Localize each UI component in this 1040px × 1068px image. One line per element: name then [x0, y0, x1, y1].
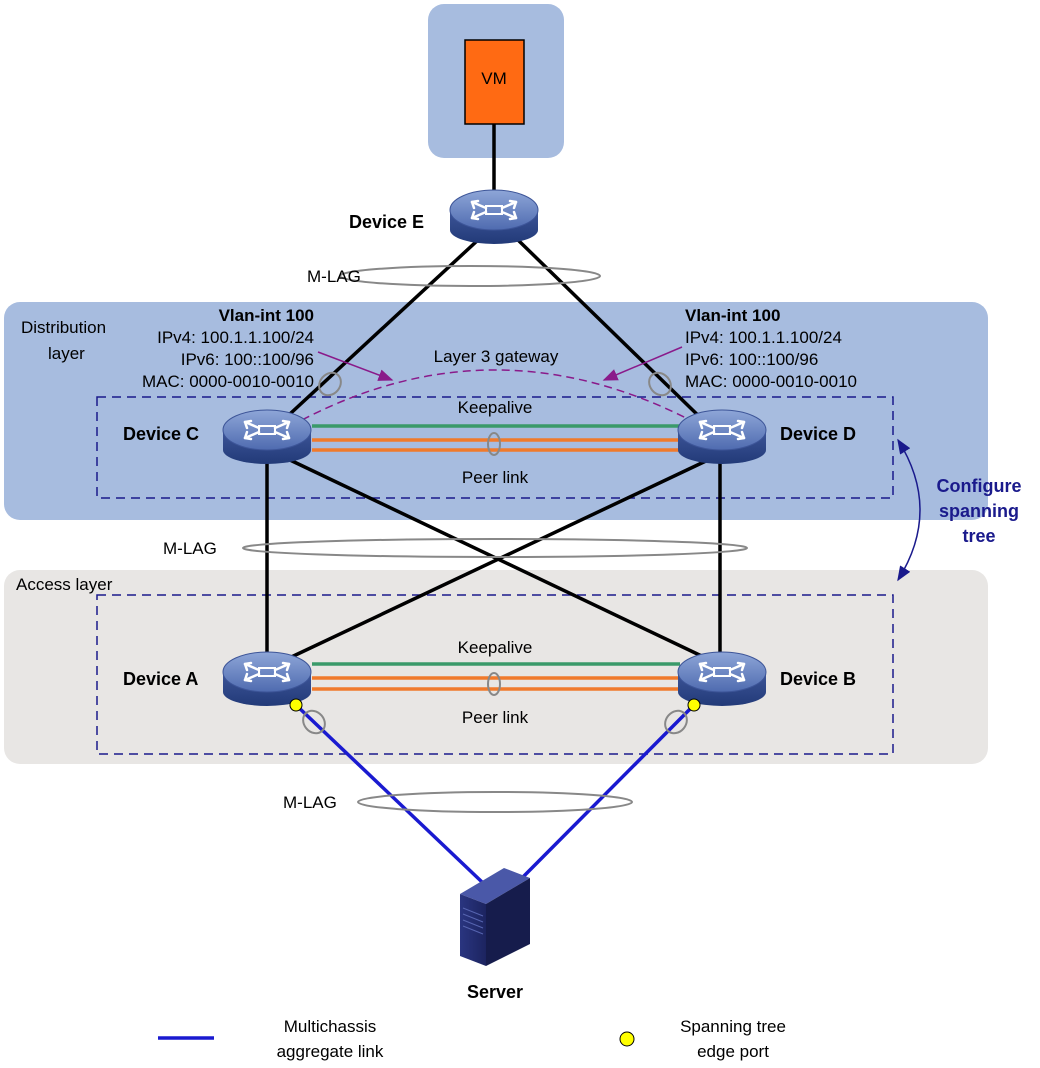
- vm-label: VM: [481, 69, 507, 88]
- vlan-left-ipv6: IPv6: 100::100/96: [181, 350, 314, 369]
- legend-edge-port-label-1: Spanning tree: [680, 1017, 786, 1036]
- aggregate-link-a-to-server: [294, 703, 484, 884]
- device-d-switch-icon: [676, 408, 768, 466]
- legend-aggregate-link-label-1: Multichassis: [284, 1017, 377, 1036]
- gateway-arrow-right: [602, 346, 683, 381]
- vlan-right-ipv4: IPv4: 100.1.1.100/24: [685, 328, 842, 347]
- upper-mlag-system-box: [96, 396, 894, 499]
- distribution-layer-area: [4, 302, 988, 520]
- configure-spanning-tree-line3: tree: [962, 526, 995, 546]
- link-e-to-d: [516, 238, 710, 427]
- access-layer-label: Access layer: [16, 575, 113, 594]
- configure-spanning-tree-line2: spanning: [939, 501, 1019, 521]
- keepalive-label-lower: Keepalive: [458, 638, 533, 657]
- peer-link-aggregation-ring-upper: [487, 432, 501, 456]
- port-ring-a-downlink: [302, 709, 326, 735]
- mlag-ring-bottom: [357, 791, 633, 813]
- vlan-left-mac: MAC: 0000-0010-0010: [142, 372, 314, 391]
- configure-spanning-tree-line1: Configure: [937, 476, 1022, 496]
- vlan-right-mac: MAC: 0000-0010-0010: [685, 372, 857, 391]
- peer-link-label-upper: Peer link: [462, 468, 529, 487]
- device-b-label: Device B: [780, 669, 856, 689]
- peer-link-label-lower: Peer link: [462, 708, 529, 727]
- peer-link-aggregation-ring-lower: [487, 672, 501, 696]
- legend-edge-port-swatch: [619, 1031, 635, 1047]
- vlan-left-ipv4: IPv4: 100.1.1.100/24: [157, 328, 314, 347]
- device-a-switch-icon: [221, 650, 313, 708]
- device-e-switch-icon: [448, 188, 540, 246]
- port-ring-c-uplink: [318, 371, 342, 397]
- link-d-to-a: [284, 458, 709, 662]
- mlag-ring-top: [339, 265, 601, 287]
- device-a-label: Device A: [123, 669, 198, 689]
- server-icon: [460, 868, 530, 966]
- keepalive-label-upper: Keepalive: [458, 398, 533, 417]
- mlag-label-top: M-LAG: [307, 267, 361, 286]
- aggregate-link-b-to-server: [516, 703, 696, 884]
- server-label: Server: [467, 982, 523, 1002]
- legend-edge-port-label-2: edge port: [697, 1042, 769, 1061]
- device-e-label: Device E: [349, 212, 424, 232]
- device-b-switch-icon: [676, 650, 768, 708]
- layer3-gateway-label: Layer 3 gateway: [434, 347, 559, 366]
- port-ring-b-downlink: [664, 709, 688, 735]
- vlan-right-ipv6: IPv6: 100::100/96: [685, 350, 818, 369]
- legend-aggregate-link-label-2: aggregate link: [277, 1042, 384, 1061]
- link-e-to-c: [276, 238, 480, 427]
- lower-mlag-system-box: [96, 594, 894, 755]
- distribution-layer-label-2: layer: [48, 344, 85, 363]
- edge-port-a: [289, 698, 303, 712]
- vlan-right-title: Vlan-int 100: [685, 306, 780, 325]
- access-layer-area: [4, 570, 988, 764]
- device-c-switch-icon: [221, 408, 313, 466]
- device-c-label: Device C: [123, 424, 199, 444]
- device-d-label: Device D: [780, 424, 856, 444]
- layer3-gateway-arc: [301, 369, 691, 421]
- edge-port-b: [687, 698, 701, 712]
- configure-spanning-tree-arrow: [897, 438, 921, 582]
- mlag-ring-middle: [242, 538, 748, 558]
- gateway-arrow-left: [317, 351, 394, 381]
- mlag-label-middle: M-LAG: [163, 539, 217, 558]
- vlan-left-title: Vlan-int 100: [219, 306, 314, 325]
- port-ring-d-uplink: [648, 371, 672, 397]
- mlag-label-bottom: M-LAG: [283, 793, 337, 812]
- distribution-layer-label-1: Distribution: [21, 318, 106, 337]
